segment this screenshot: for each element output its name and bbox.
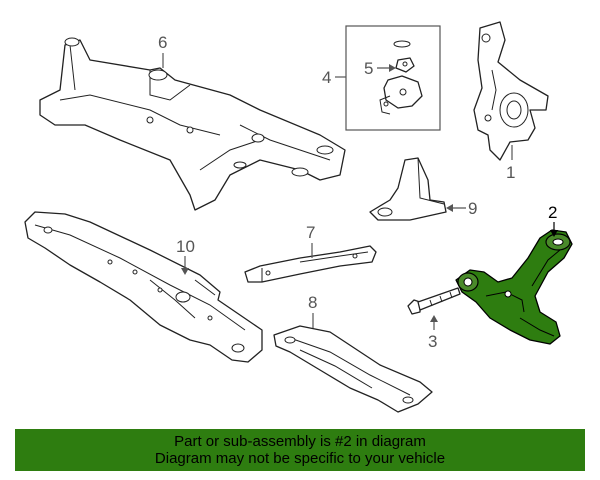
part-2-lower-control-arm[interactable] [455,229,573,345]
part-7-brace[interactable] [244,245,377,283]
callout-5: 5 [364,59,396,78]
part-8-cross-brace[interactable] [273,325,433,413]
callout-4-number: 4 [322,68,331,87]
callout-6: 6 [158,33,167,68]
callout-3-number: 3 [428,332,437,351]
part-1-steering-knuckle[interactable] [473,21,549,161]
callout-7: 7 [306,223,315,258]
callout-8-number: 8 [308,293,317,312]
part-10-reinforcement[interactable] [24,211,263,363]
banner-line-2: Diagram may not be specific to your vehi… [154,450,446,467]
callout-5-number: 5 [364,59,373,78]
callout-4: 4 [322,68,346,87]
callout-10-number: 10 [176,237,195,256]
callout-7-number: 7 [306,223,315,242]
callout-9-number: 9 [468,199,477,218]
callout-2-number: 2 [548,203,557,222]
part-3-bolt[interactable] [407,287,461,315]
callout-10: 10 [176,237,195,275]
info-banner: Part or sub-assembly is #2 in diagram Di… [15,429,585,471]
part-9-bracket[interactable] [369,157,447,221]
callout-6-number: 6 [158,33,167,52]
part-4-ball-joint-kit[interactable] [345,25,441,131]
part-6-crossmember[interactable] [39,37,346,211]
banner-line-1: Part or sub-assembly is #2 in diagram [174,433,426,450]
callout-3: 3 [428,315,438,351]
callout-1: 1 [506,145,515,182]
callout-9: 9 [446,199,477,218]
callout-2: 2 [548,203,558,237]
callout-1-number: 1 [506,163,515,182]
callout-8: 8 [308,293,317,328]
